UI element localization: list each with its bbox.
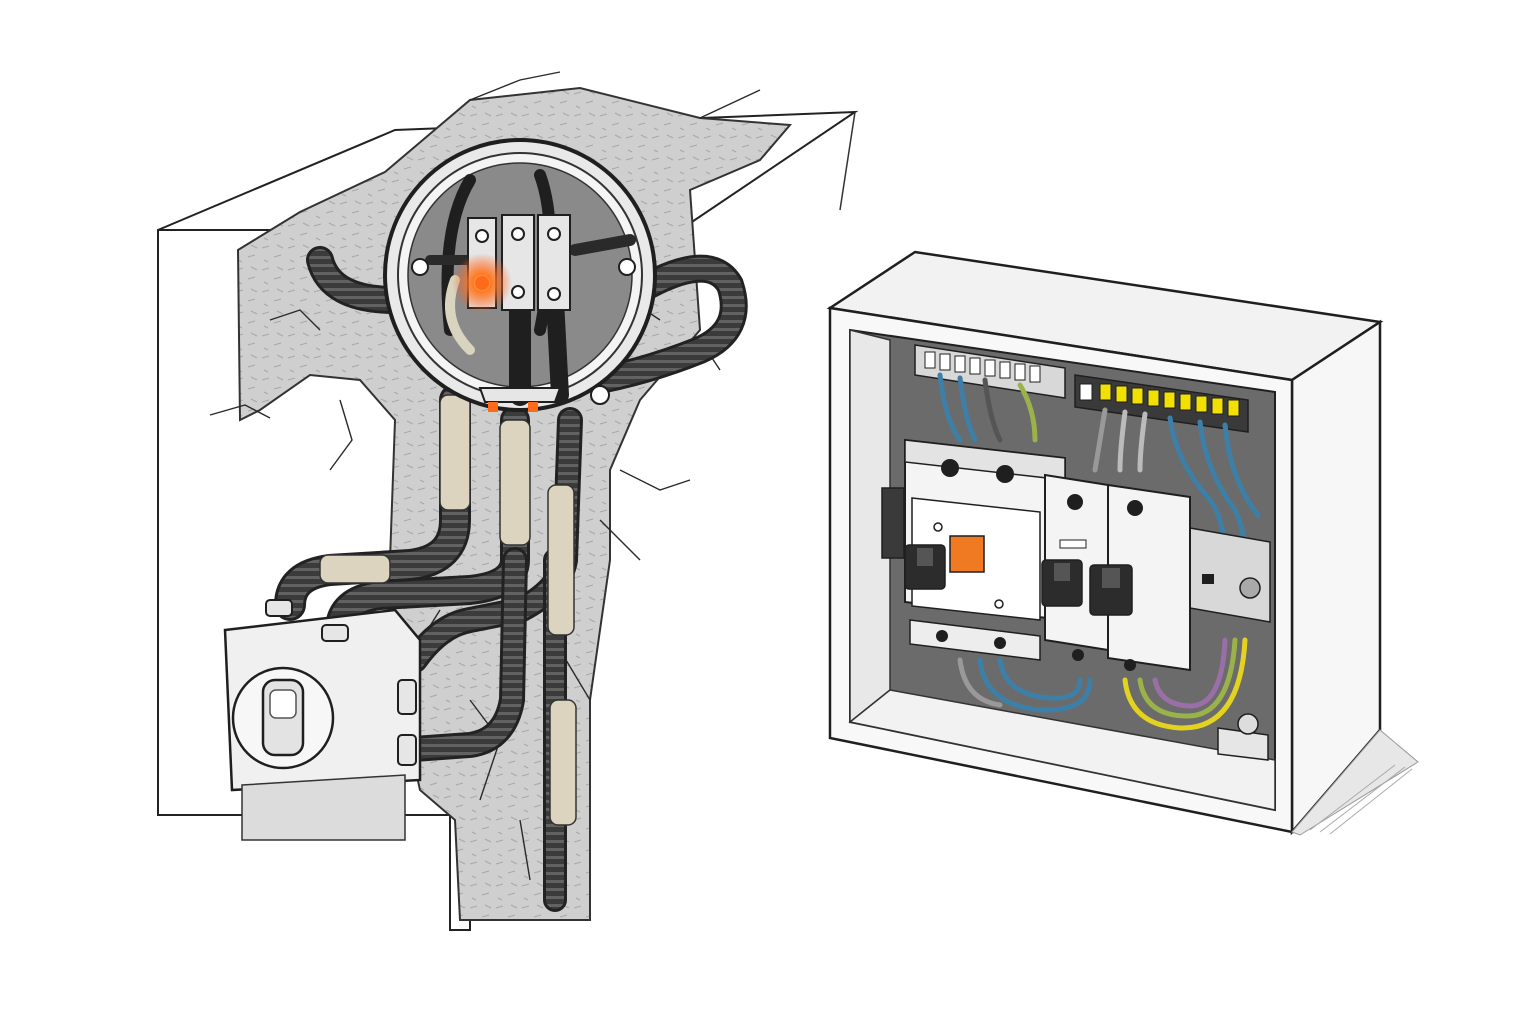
rcd-module bbox=[904, 438, 1066, 661]
mcb-module-2 bbox=[1089, 483, 1191, 672]
switch-box bbox=[223, 599, 422, 841]
neutral-terminal-strip bbox=[914, 344, 1066, 399]
toggle-switch-icon bbox=[1041, 559, 1083, 607]
round-junction-box bbox=[383, 138, 657, 412]
internal-wiring bbox=[937, 372, 1261, 731]
toggle-switch-icon bbox=[904, 544, 946, 590]
earth-terminal-strip bbox=[1074, 374, 1249, 433]
rcd-test-button bbox=[949, 535, 985, 573]
side-conduits bbox=[306, 246, 748, 394]
consumer-unit bbox=[826, 250, 1419, 836]
tape-wraps bbox=[319, 394, 577, 826]
toggle-switch-icon bbox=[1089, 564, 1133, 616]
